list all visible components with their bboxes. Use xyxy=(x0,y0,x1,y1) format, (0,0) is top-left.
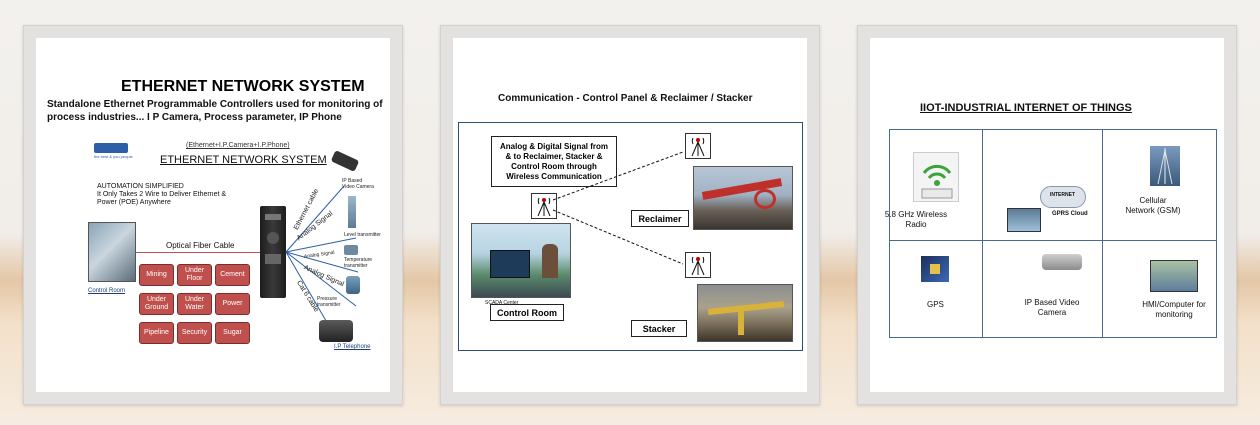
gprs-label: GPRS Cloud xyxy=(1052,211,1088,217)
industry-cell: Pipeline xyxy=(139,322,174,344)
hmi-computer-icon xyxy=(1150,260,1198,292)
fiber-line xyxy=(136,252,261,253)
panel1-title: ETHERNET NETWORK SYSTEM xyxy=(121,78,365,95)
cellular-label: Cellular Network (GSM) xyxy=(1125,196,1181,215)
device-label: Temperature transmitter xyxy=(344,257,373,269)
formula-text: (Ethernet+I.P.Camera+I.P.Phone) xyxy=(186,142,290,149)
panel2-title: Communication - Control Panel & Reclaime… xyxy=(498,93,753,104)
panel3-title: IIOT-INDUSTRIAL INTERNET OF THINGS xyxy=(920,102,1132,114)
tagline-line-1: It Only Takes 2 Wire to Deliver Ethernet… xyxy=(97,191,227,198)
device-label: Level transmitter xyxy=(344,232,381,238)
signal-info-box: Analog & Digital Signal from & to Reclai… xyxy=(491,136,617,187)
panel-iiot: IIOT-INDUSTRIAL INTERNET OF THINGS 5.8 G… xyxy=(870,38,1224,392)
tagline-line-2: Power (POE) Anywhere xyxy=(97,199,171,206)
control-room-label: Control Room xyxy=(490,304,564,321)
internet-label: INTERNET xyxy=(1050,192,1075,198)
panel-communication-frame: Communication - Control Panel & Reclaime… xyxy=(440,25,820,405)
industry-cell: Under Water xyxy=(177,293,212,315)
hmi-label: HMI/Computer for monitoring xyxy=(1142,300,1206,319)
stacker-label: Stacker xyxy=(631,320,687,337)
logo-tagline: the best & you people xyxy=(94,154,133,159)
panel-iiot-frame: IIOT-INDUSTRIAL INTERNET OF THINGS 5.8 G… xyxy=(857,25,1237,405)
wireless-links xyxy=(552,151,684,265)
panel-communication: Communication - Control Panel & Reclaime… xyxy=(453,38,807,392)
reclaimer-photo xyxy=(693,166,793,230)
industry-cell: Power xyxy=(215,293,250,315)
industry-cell: Mining xyxy=(139,264,174,286)
wireless-radio-icon xyxy=(913,152,959,202)
panel1-subtitle: Standalone Ethernet Programmable Control… xyxy=(47,99,383,123)
cellular-tower-icon xyxy=(1150,146,1180,186)
gps-satellite-icon xyxy=(921,256,949,282)
industry-cell: Cement xyxy=(215,264,250,286)
ip-telephone-icon xyxy=(319,320,353,342)
device-label: IP Based Video Camera xyxy=(342,178,374,190)
stacker-photo xyxy=(697,284,793,342)
diagram-frame xyxy=(458,122,803,351)
panel-ethernet-frame: ETHERNET NETWORK SYSTEM Standalone Ether… xyxy=(23,25,403,405)
antenna-icon xyxy=(531,193,557,219)
industry-cell: Security xyxy=(177,322,212,344)
control-room-photo xyxy=(471,223,571,298)
iiot-grid xyxy=(889,129,1217,338)
inner-title: ETHERNET NETWORK SYSTEM xyxy=(160,154,327,166)
camera-icon xyxy=(1042,254,1082,270)
antenna-icon xyxy=(685,252,711,278)
device-label: I.P Telephone xyxy=(334,344,371,350)
device-label: Pressure transmitter xyxy=(317,296,341,308)
fiber-label: Optical Fiber Cable xyxy=(166,241,235,250)
control-room-photo xyxy=(88,222,136,282)
industry-cell: Under Ground xyxy=(139,293,174,315)
controller-device xyxy=(260,206,286,298)
camera-label: IP Based Video Camera xyxy=(1024,298,1080,317)
reclaimer-label: Reclaimer xyxy=(631,210,689,227)
industry-cell: Under Floor xyxy=(177,264,212,286)
scada-label: SCADA Center xyxy=(485,300,519,306)
automation-text: AUTOMATION SIMPLIFIED xyxy=(97,183,184,190)
pressure-transmitter-icon xyxy=(346,276,360,294)
control-room-label: Control Room xyxy=(88,288,126,294)
company-logo xyxy=(94,143,128,153)
monitor-icon xyxy=(1007,208,1041,232)
industry-cell: Sugar xyxy=(215,322,250,344)
wireless-radio-label: 5.8 GHz Wireless Radio xyxy=(884,210,948,229)
panel-ethernet: ETHERNET NETWORK SYSTEM Standalone Ether… xyxy=(36,38,390,392)
level-transmitter-icon xyxy=(348,196,356,228)
antenna-icon xyxy=(685,133,711,159)
cloud-icon xyxy=(1040,186,1086,208)
gps-label: GPS xyxy=(927,300,944,309)
temperature-transmitter-icon xyxy=(344,245,358,255)
